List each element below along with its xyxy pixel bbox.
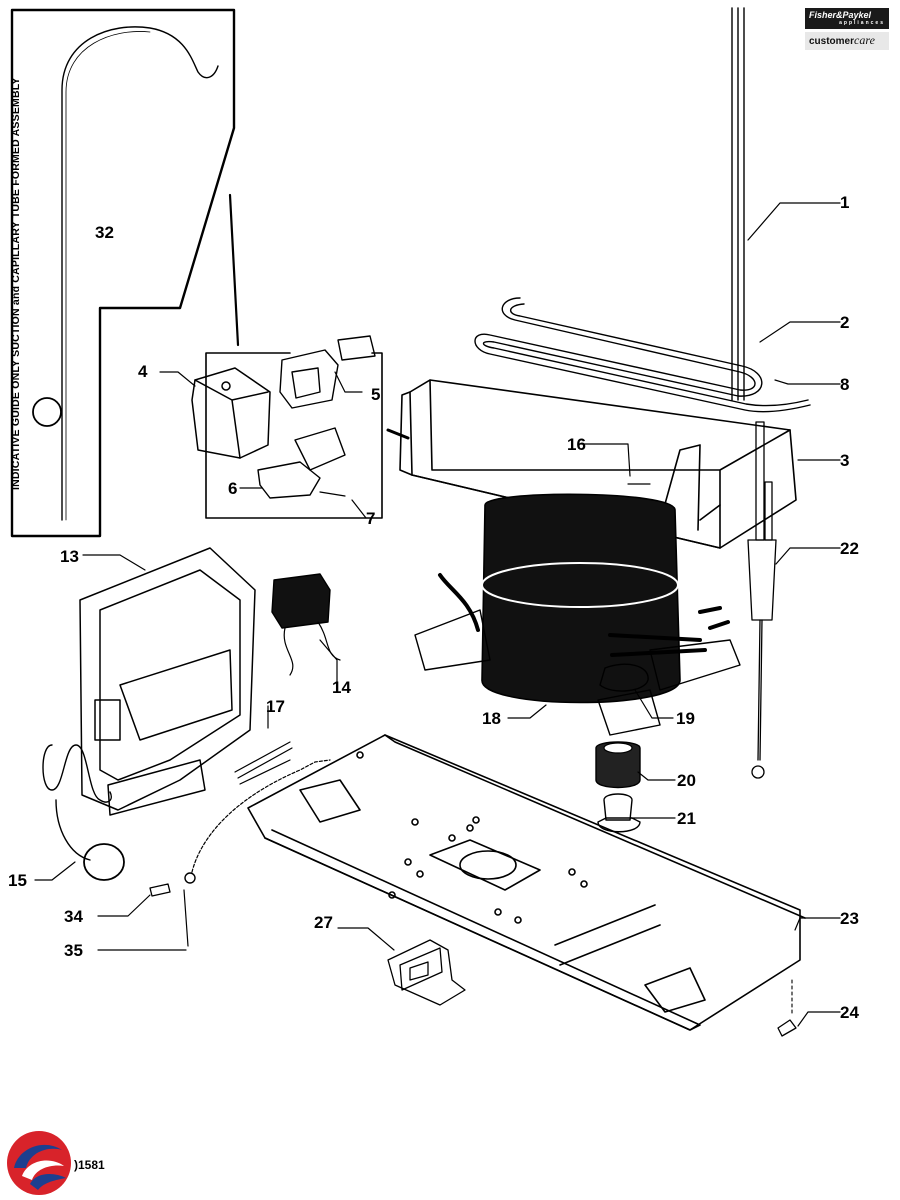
label-7: 7 [366,509,375,528]
label-32: 32 [95,223,114,242]
tube-part-1 [731,7,745,401]
earth-lead [191,759,331,873]
relay-clip [257,427,346,499]
leader-lines [34,202,841,1027]
capillary-tube [61,26,219,521]
relay-unit [279,335,376,409]
label-24: 24 [840,1003,859,1022]
label-6: 6 [228,479,237,498]
label-4: 4 [138,362,148,381]
label-22: 22 [840,539,859,558]
bracket-27 [387,939,466,1006]
base-plate [247,734,806,1031]
control-housing [79,547,256,816]
heater-coil [474,297,811,413]
tube-ring [32,397,62,427]
label-16: 16 [567,435,586,454]
tube-assembly-frame [10,8,236,538]
rubber-grommet-20 [595,741,641,789]
document-number: )1581 [74,1158,105,1172]
brand-name: Fisher&Paykel appliances [805,8,889,29]
label-8: 8 [840,375,849,394]
label-17: 17 [266,697,285,716]
label-3: 3 [840,451,849,470]
swirl-logo-icon [7,1131,71,1195]
label-21: 21 [677,809,696,828]
screw-34 [149,883,171,897]
label-19: 19 [676,709,695,728]
label-1: 1 [840,193,849,212]
screw-7 [319,491,346,497]
relay-group-bracket [205,352,383,519]
label-34: 34 [64,907,83,926]
label-35: 35 [64,941,83,960]
wire-leads [234,741,293,785]
label-2: 2 [840,313,849,332]
temperature-probe [747,421,777,779]
defrost-heater [42,744,125,881]
label-23: 23 [840,909,859,928]
label-15: 15 [8,871,27,890]
grommet-19 [599,663,649,692]
label-14: 14 [332,678,351,697]
start-capacitor [271,573,341,676]
screw-24 [777,1019,797,1037]
side-caption: INDICATIVE GUIDE ONLY SUCTION and CAPILL… [10,77,22,490]
part-labels: 1 2 8 3 22 16 4 5 6 7 32 13 14 17 18 19 … [8,193,859,1022]
brand-sub: appliances [839,20,885,26]
label-5: 5 [371,385,380,404]
compressor [414,493,741,736]
mount-21 [597,793,641,833]
brand-badge: Fisher&Paykel appliances customercare [805,8,889,50]
label-20: 20 [677,771,696,790]
label-18: 18 [482,709,501,728]
label-27: 27 [314,913,333,932]
relay-cover [191,367,271,459]
customer-care-badge: customercare [805,32,889,50]
label-13: 13 [60,547,79,566]
